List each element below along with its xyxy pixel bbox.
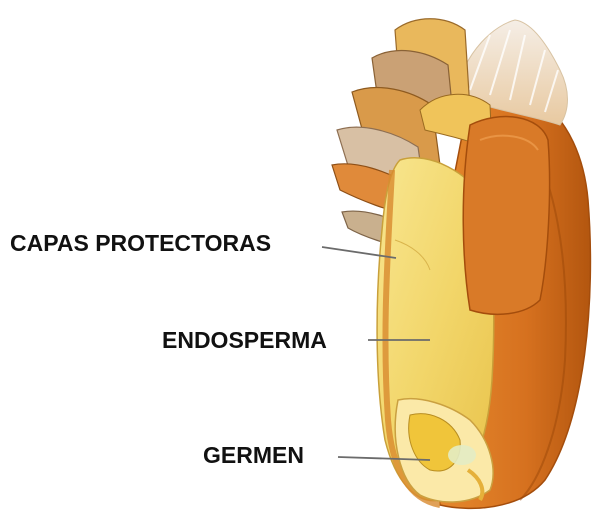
label-endosperm: ENDOSPERMA (162, 327, 327, 354)
crease-flap (463, 117, 549, 315)
label-germ: GERMEN (203, 442, 304, 469)
label-protective-layers: CAPAS PROTECTORAS (10, 230, 271, 257)
